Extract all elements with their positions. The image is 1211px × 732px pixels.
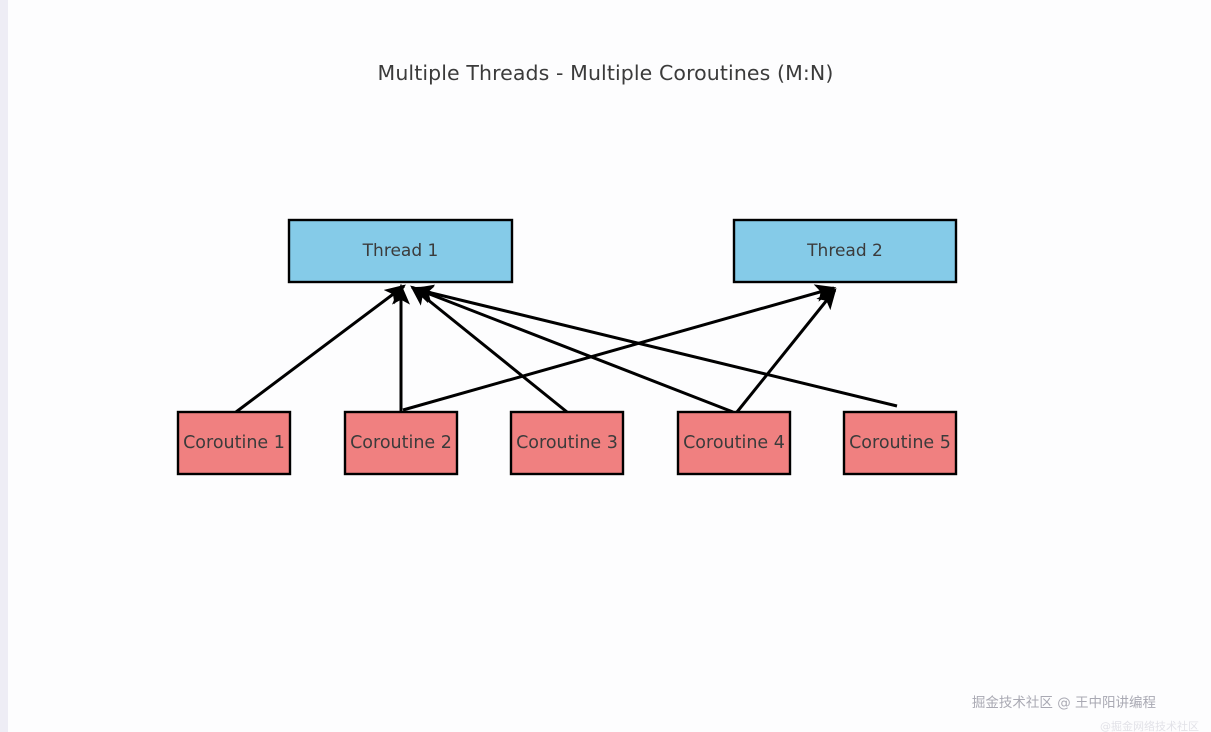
edge-coroutine4-to-thread2 (735, 288, 837, 413)
nodes-layer (176, 218, 958, 476)
edges-layer (235, 283, 898, 414)
thread-box-thread2[interactable] (732, 218, 958, 284)
thread-box-thread1[interactable] (287, 218, 514, 284)
edge-coroutine2-to-thread2 (402, 284, 837, 412)
edge-coroutine3-to-thread1 (410, 285, 568, 414)
left-gutter-strip (0, 0, 8, 732)
coroutine-box-coroutine3[interactable] (509, 410, 625, 476)
page-title: Multiple Threads - Multiple Coroutines (… (377, 61, 834, 85)
edge-coroutine5-to-thread1 (412, 284, 898, 408)
watermark-secondary: @掘金网络技术社区 (1100, 720, 1199, 732)
coroutine-box-coroutine4[interactable] (676, 410, 792, 476)
watermark-primary: 掘金技术社区 @ 王中阳讲编程 (971, 695, 1156, 711)
edge-coroutine1-to-thread1 (235, 284, 406, 414)
edge-coroutine4-to-thread1 (411, 286, 734, 414)
coroutine-box-coroutine1[interactable] (176, 410, 292, 476)
coroutine-box-coroutine2[interactable] (343, 410, 459, 476)
coroutine-box-coroutine5[interactable] (842, 410, 958, 476)
